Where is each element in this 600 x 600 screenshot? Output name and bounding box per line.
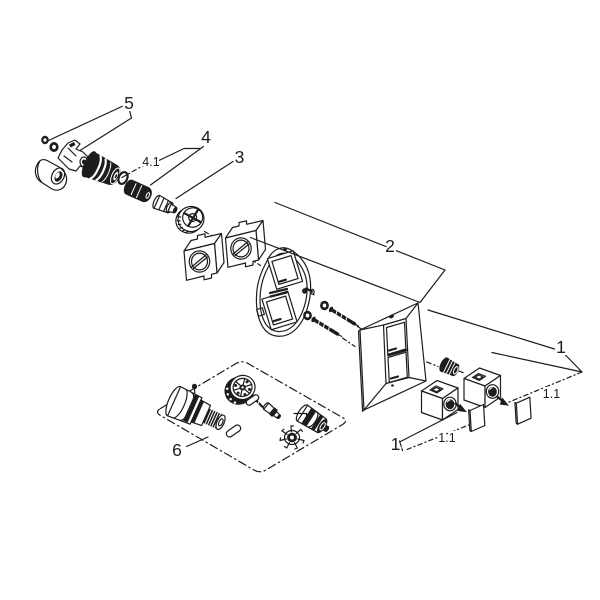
cube-handle-1 — [463, 367, 502, 409]
part-label-1-top: 1 — [556, 337, 566, 357]
oring-capsule-2 — [225, 424, 242, 438]
cover-cap-1 — [468, 403, 486, 433]
leader-4-1 — [121, 163, 146, 179]
washer-2 — [303, 310, 312, 321]
part-label-4-1: 4.1 — [142, 155, 159, 169]
part-label-1-1-top: 1.1 — [543, 387, 560, 401]
oring-capsule-1 — [245, 394, 260, 406]
leader-1-top — [427, 309, 583, 373]
service-kit-box — [156, 361, 347, 473]
thermostatic-cartridge — [165, 385, 226, 431]
leader-1-bottom — [398, 411, 458, 452]
leader-4 — [146, 145, 205, 186]
knurled-grommet-wheel — [175, 205, 205, 234]
check-valve — [123, 179, 152, 203]
part-label-4: 4 — [201, 127, 211, 147]
part-label-2: 2 — [385, 236, 395, 256]
washer-1 — [320, 300, 329, 311]
leader-1-1-top — [504, 371, 583, 405]
cover-cap-2 — [514, 396, 532, 425]
part-label-5: 5 — [124, 93, 134, 113]
retaining-ring-large — [49, 142, 59, 152]
mounting-plate — [255, 247, 315, 337]
knurled-knob — [439, 357, 460, 377]
part-label-6: 6 — [172, 440, 182, 460]
kit-screw-pin — [191, 383, 198, 394]
leader-5 — [47, 104, 133, 152]
leader-6 — [185, 436, 209, 448]
cap-plug — [34, 159, 68, 191]
part-label-3: 3 — [235, 147, 245, 167]
kit-impeller — [279, 412, 308, 450]
protective-block-right — [224, 219, 267, 268]
leader-1-1-bottom — [406, 423, 471, 451]
part-label-1-bottom: 1 — [391, 434, 401, 454]
cube-handle-2 — [420, 379, 459, 421]
screw-1 — [328, 306, 360, 327]
screw-2 — [311, 316, 343, 337]
leader-2 — [249, 201, 446, 304]
wall-escutcheon-plate — [357, 302, 427, 412]
hex-adapter — [152, 194, 178, 214]
arrow-2 — [496, 395, 511, 407]
knurled-cartridge — [81, 151, 121, 185]
control-dial — [224, 374, 256, 405]
protective-block-left — [183, 232, 225, 281]
kit-spindle — [262, 402, 281, 420]
leader-3 — [175, 160, 234, 200]
o-ring — [117, 170, 129, 186]
retaining-ring-small — [41, 135, 49, 145]
part-label-1-1-bottom: 1.1 — [438, 431, 455, 445]
